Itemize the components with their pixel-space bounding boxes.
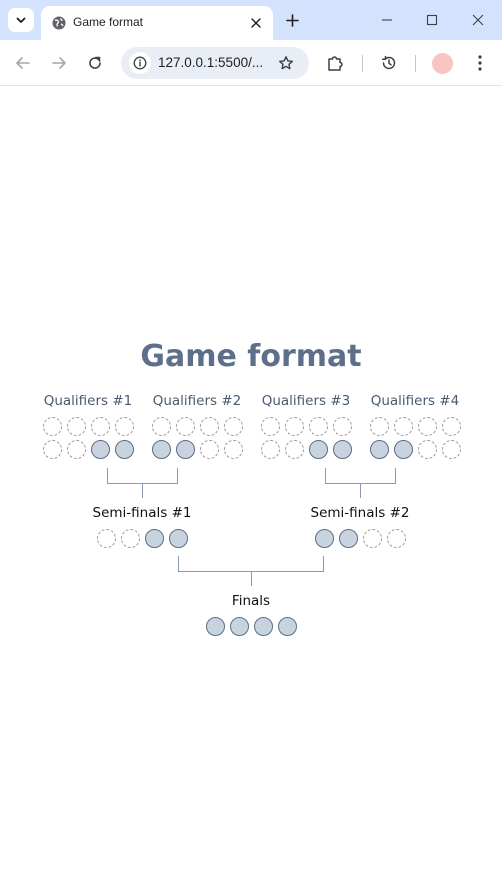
address-bar[interactable]: 127.0.0.1:5500/... xyxy=(121,47,309,79)
player-slot-empty xyxy=(175,416,195,436)
qualifiers-label-2: Qualifiers #2 xyxy=(152,393,242,409)
player-slot-filled xyxy=(205,616,225,636)
close-window-button[interactable] xyxy=(466,8,490,32)
history-button[interactable] xyxy=(377,51,401,75)
player-slot-empty xyxy=(284,416,304,436)
player-slot-empty xyxy=(42,439,62,459)
back-button[interactable] xyxy=(11,51,35,75)
maximize-button[interactable] xyxy=(420,8,444,32)
player-slot-filled xyxy=(253,616,273,636)
player-slot-empty xyxy=(284,439,304,459)
player-slot-empty xyxy=(260,416,280,436)
qualifiers-label-3: Qualifiers #3 xyxy=(261,393,351,409)
reload-icon xyxy=(89,56,101,69)
browser-toolbar: 127.0.0.1:5500/... xyxy=(0,40,502,86)
player-slot-filled xyxy=(114,439,134,459)
browser-menu-button[interactable] xyxy=(468,51,492,75)
page-content: Game format Qualifiers #1 Qualifiers #2 Qu… xyxy=(0,87,502,888)
url-text: 127.0.0.1:5500/... xyxy=(158,55,264,70)
info-icon xyxy=(133,56,147,70)
player-slot-filled xyxy=(369,439,389,459)
player-slot-filled xyxy=(144,528,164,548)
player-slot-empty xyxy=(90,416,110,436)
player-slot-filled xyxy=(90,439,110,459)
player-slot-empty xyxy=(417,416,437,436)
player-slot-empty xyxy=(223,439,243,459)
player-slot-filled xyxy=(308,439,328,459)
player-slot-empty xyxy=(96,528,116,548)
player-slot-empty xyxy=(386,528,406,548)
maximize-icon xyxy=(426,14,438,26)
arrow-left-icon xyxy=(16,57,30,69)
close-icon xyxy=(251,18,261,28)
toolbar-separator xyxy=(362,55,363,72)
tab-search-button[interactable] xyxy=(8,8,34,32)
arrow-right-icon xyxy=(52,57,66,69)
kebab-icon xyxy=(478,55,482,71)
reload-button[interactable] xyxy=(83,51,107,75)
player-slot-empty xyxy=(66,439,86,459)
profile-avatar[interactable] xyxy=(432,53,453,74)
player-slot-empty xyxy=(199,416,219,436)
player-slot-empty xyxy=(441,439,461,459)
plus-icon xyxy=(285,13,299,27)
qualifiers-label-1: Qualifiers #1 xyxy=(43,393,133,409)
player-slot-filled xyxy=(277,616,297,636)
close-icon xyxy=(472,14,484,26)
puzzle-icon xyxy=(328,56,343,71)
star-icon xyxy=(279,56,293,70)
new-tab-button[interactable] xyxy=(282,10,302,30)
player-slot-empty xyxy=(66,416,86,436)
bookmark-button[interactable] xyxy=(275,52,297,74)
player-slot-empty xyxy=(441,416,461,436)
player-slot-empty xyxy=(362,528,382,548)
semifinals-label-1: Semi-finals #1 xyxy=(92,505,192,521)
player-slot-empty xyxy=(369,416,389,436)
tab-game-format[interactable]: Game format xyxy=(41,6,273,40)
chevron-down-icon xyxy=(16,17,26,23)
player-slot-empty xyxy=(393,416,413,436)
tab-title: Game format xyxy=(73,15,144,29)
minimize-button[interactable] xyxy=(375,8,399,32)
minimize-icon xyxy=(382,19,392,21)
player-slot-filled xyxy=(229,616,249,636)
player-slot-empty xyxy=(199,439,219,459)
semifinals-label-2: Semi-finals #2 xyxy=(310,505,410,521)
page-title: Game format xyxy=(140,339,362,374)
extensions-button[interactable] xyxy=(323,51,347,75)
player-slot-filled xyxy=(393,439,413,459)
player-slot-empty xyxy=(42,416,62,436)
player-slot-filled xyxy=(314,528,334,548)
site-info-button[interactable] xyxy=(129,52,151,74)
globe-icon xyxy=(52,16,66,30)
player-slot-filled xyxy=(168,528,188,548)
history-icon xyxy=(381,55,396,70)
player-slot-empty xyxy=(151,416,171,436)
player-slot-filled xyxy=(338,528,358,548)
close-tab-button[interactable] xyxy=(247,14,265,32)
player-slot-empty xyxy=(223,416,243,436)
player-slot-empty xyxy=(120,528,140,548)
player-slot-filled xyxy=(332,439,352,459)
bracket-q1-q2 xyxy=(107,468,178,498)
player-slot-filled xyxy=(151,439,171,459)
player-slot-empty xyxy=(332,416,352,436)
forward-button[interactable] xyxy=(47,51,71,75)
player-slot-empty xyxy=(417,439,437,459)
tab-strip: Game format xyxy=(0,0,502,40)
finals-label: Finals xyxy=(231,593,271,609)
player-slot-filled xyxy=(175,439,195,459)
bracket-semis xyxy=(178,556,324,586)
player-slot-empty xyxy=(114,416,134,436)
qualifiers-label-4: Qualifiers #4 xyxy=(370,393,460,409)
bracket-lines xyxy=(107,468,396,586)
bracket-q3-q4 xyxy=(325,468,396,498)
player-slot-empty xyxy=(260,439,280,459)
player-slot-empty xyxy=(308,416,328,436)
toolbar-separator xyxy=(415,55,416,72)
